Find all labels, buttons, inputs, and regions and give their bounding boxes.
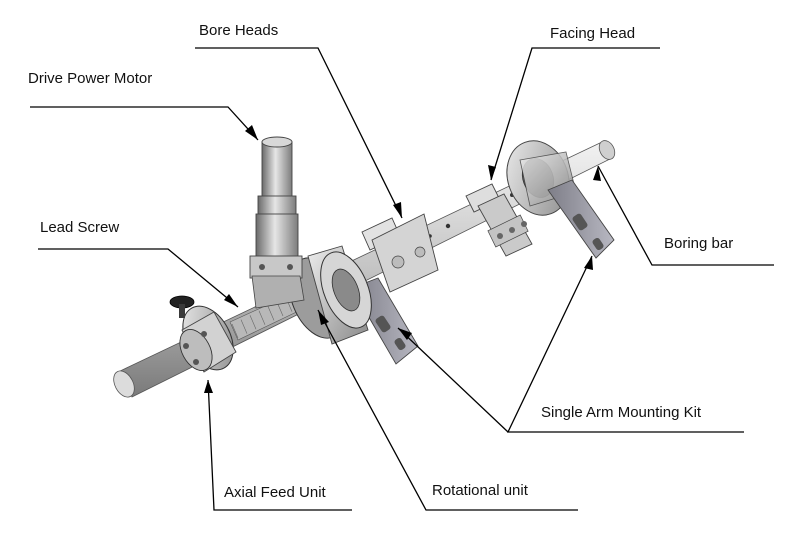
lead-screw-thread [231,323,239,339]
lead-screw-thread [240,319,248,334]
label-rotational-unit: Rotational unit [432,482,528,499]
lead-screw-thread [267,306,275,321]
leader-arrowheads [204,125,601,393]
leader-lead-screw [38,248,239,308]
label-lead-screw: Lead Screw [40,219,120,236]
mounting-arm-right [547,179,615,259]
drive-power-motor-part [249,136,305,309]
rotational-unit-part [288,245,372,345]
leader-bore-heads [195,47,403,219]
leader-axial-feed-unit [207,379,352,511]
label-axial-feed-unit: Axial Feed Unit [224,484,326,501]
leader-mounting-kit-left [397,327,509,433]
leader-lines [30,47,774,511]
lead-screw-thread [258,310,266,325]
label-single-arm-mounting-kit: Single Arm Mounting Kit [541,404,702,421]
leader-rotational-unit [317,309,578,511]
axial-feed-unit-part [169,295,237,373]
label-facing-head: Facing Head [550,25,636,42]
label-drive-power-motor: Drive Power Motor [28,70,153,87]
lead-screw-thread [249,315,257,330]
bore-head-right [465,183,533,257]
label-boring-bar: Boring bar [664,235,734,252]
leader-drive-power-motor [30,106,259,141]
leader-facing-head [490,47,660,181]
leader-boring-bar [597,165,774,266]
label-bore-heads: Bore Heads [199,22,279,39]
bore-head-left [361,213,439,293]
